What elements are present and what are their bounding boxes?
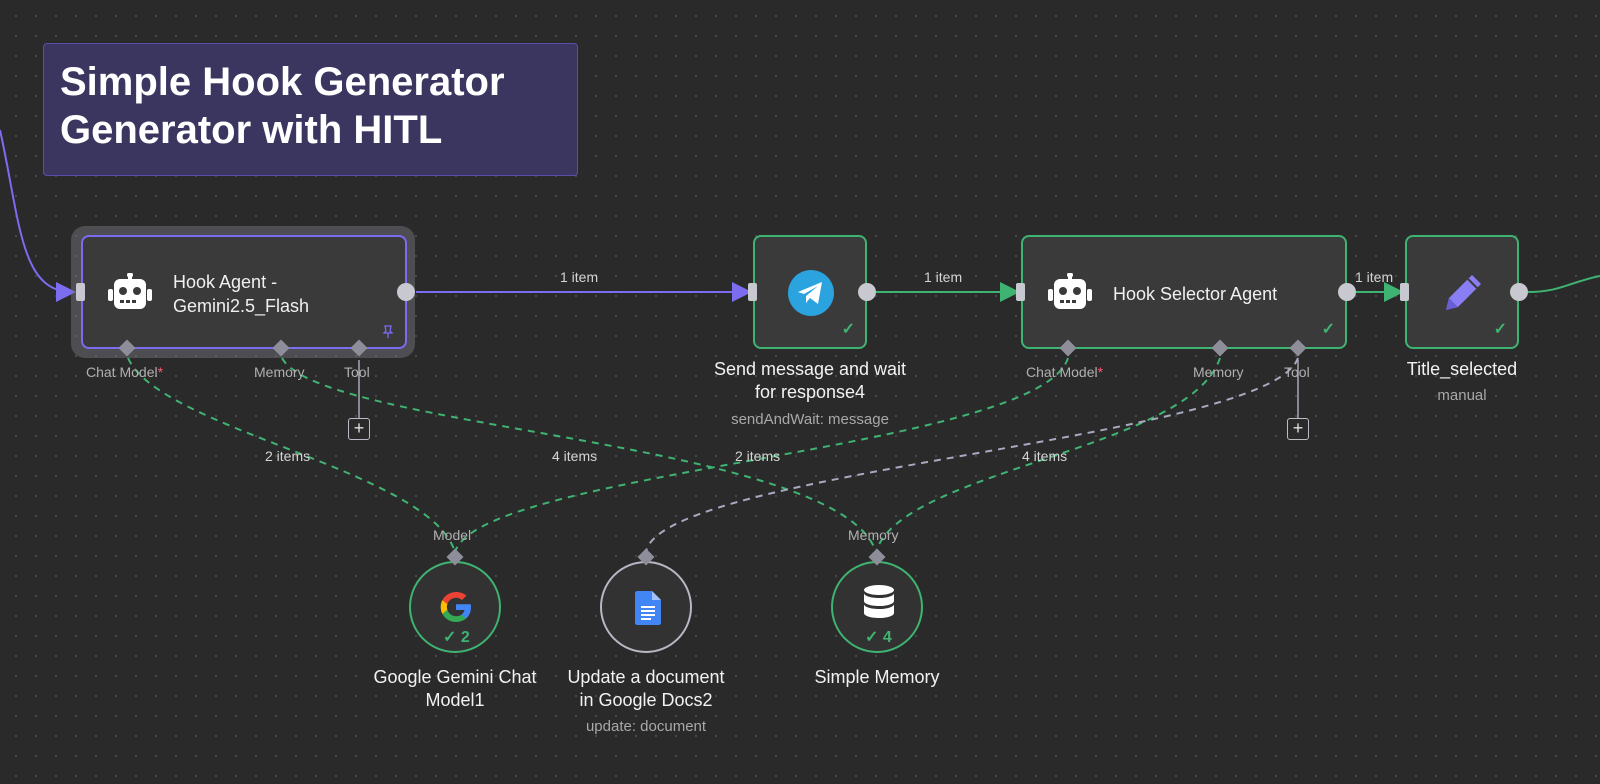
output-handle[interactable] [1510, 283, 1528, 301]
outgoing-connection [1527, 275, 1600, 293]
input-handle[interactable] [1016, 283, 1025, 301]
google-docs-icon [635, 591, 661, 625]
add-tool-button[interactable]: + [348, 418, 370, 440]
edge-item-count: 2 items [265, 448, 311, 464]
send-message-subtitle: sendAndWait: message [731, 411, 889, 428]
input-handle[interactable] [1400, 283, 1409, 301]
success-check-icon: ✓ [841, 321, 855, 338]
hook-agent-label-line2: Gemini2.5_Flash [173, 296, 310, 316]
simple-memory-title: Simple Memory [814, 667, 940, 687]
gemini-model-title-line2: Model1 [425, 690, 485, 710]
success-check-icon: ✓ [1321, 321, 1335, 338]
success-count: ✓ 4 [865, 629, 892, 646]
dashed-connection-gemini-to-hook-selector [454, 357, 1069, 553]
input-handle[interactable] [748, 283, 757, 301]
pin-icon[interactable] [381, 325, 395, 339]
send-message-node[interactable]: ✓ [753, 235, 867, 349]
success-check-icon: ✓ [1493, 321, 1507, 338]
edge-item-count: 1 item [560, 269, 599, 285]
send-message-title-line2: for response4 [754, 382, 866, 402]
chat-model-port-label: Chat Model* [86, 364, 164, 380]
google-docs-title-line1: Update a document [567, 667, 725, 687]
telegram-icon [787, 269, 835, 317]
memory-port-label: Memory [254, 364, 305, 380]
add-tool-button[interactable]: + [1287, 418, 1309, 440]
dashed-connection-memory-to-hook-agent [281, 357, 877, 553]
hook-selector-label: Hook Selector Agent [1113, 284, 1278, 304]
incoming-connection [0, 129, 76, 302]
google-docs-subtitle: update: document [585, 718, 707, 735]
sticky-title-line2: Generator with HITL [60, 108, 443, 152]
title-selected-node[interactable]: ✓ [1405, 235, 1519, 349]
output-handle[interactable] [397, 283, 415, 301]
sticky-note[interactable]: Simple Hook Generator Generator with HIT… [43, 43, 578, 176]
gemini-model-node[interactable]: ✓ 2 [409, 561, 501, 653]
dashed-connection-memory-to-hook-selector [875, 357, 1221, 553]
output-handle[interactable] [1338, 283, 1356, 301]
tool-port-label: Tool [1284, 364, 1310, 380]
success-count: ✓ 2 [443, 629, 470, 646]
output-handle[interactable] [858, 283, 876, 301]
memory-port-label: Memory [848, 527, 899, 543]
edge-item-count: 2 items [735, 448, 781, 464]
input-handle[interactable] [76, 283, 85, 301]
robot-icon [105, 273, 155, 313]
dashed-connection-docs-to-hook-selector [645, 357, 1299, 553]
memory-port-label: Memory [1193, 364, 1244, 380]
google-docs-title-line2: in Google Docs2 [579, 690, 713, 710]
hook-selector-node[interactable]: Hook Selector Agent ✓ [1021, 235, 1347, 349]
hook-agent-node[interactable]: Hook Agent - Gemini2.5_Flash [81, 235, 407, 349]
edge-item-count: 4 items [1022, 448, 1068, 464]
send-message-title-line1: Send message and wait [713, 359, 907, 379]
tool-port-label: Tool [344, 364, 370, 380]
gemini-model-title-line1: Google Gemini Chat [373, 667, 537, 687]
edge-item-count: 1 item [1355, 269, 1394, 285]
hook-agent-label-line1: Hook Agent - [173, 272, 278, 292]
google-docs-node[interactable] [600, 561, 692, 653]
model-port-label: Model [433, 527, 472, 543]
edge-item-count: 1 item [924, 269, 963, 285]
chat-model-port-label: Chat Model* [1026, 364, 1104, 380]
sticky-title-line1: Simple Hook Generator [60, 60, 505, 104]
title-selected-title: Title_selected [1406, 359, 1518, 379]
pencil-icon [1437, 267, 1489, 319]
google-icon [438, 589, 474, 625]
simple-memory-node[interactable]: ✓ 4 [831, 561, 923, 653]
title-selected-subtitle: manual [1437, 387, 1487, 404]
database-icon [863, 585, 895, 621]
edge-item-count: 4 items [552, 448, 598, 464]
robot-icon [1045, 273, 1095, 313]
